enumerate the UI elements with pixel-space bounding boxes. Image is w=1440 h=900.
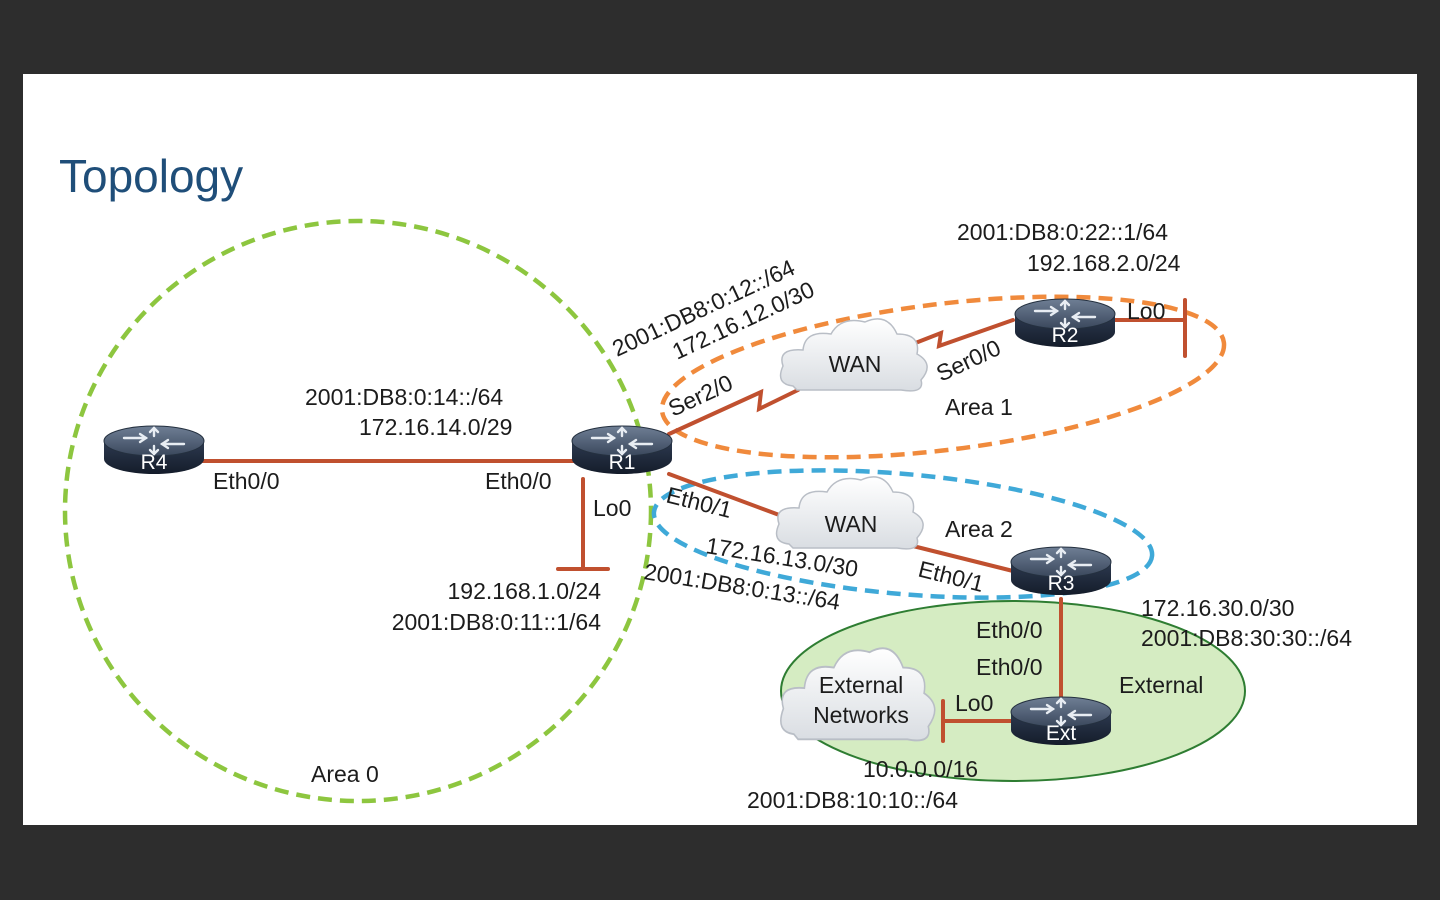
router-label: R4 <box>141 451 168 474</box>
wan-cloud-label: WAN <box>829 351 882 377</box>
interface-label: Eth0/0 <box>213 468 280 494</box>
area-1-label: Area 1 <box>945 394 1013 420</box>
router-label: Ext <box>1046 722 1077 745</box>
slide: Topology R4 R1 R2 R3 Ext <box>23 74 1417 825</box>
subnet-label: 172.16.14.0/29 <box>359 414 512 440</box>
router-ext[interactable]: Ext <box>1009 695 1113 747</box>
subnet-label: 172.16.30.0/30 <box>1141 595 1294 621</box>
link-wan2-r3 <box>911 544 1015 573</box>
area-1-boundary <box>659 294 1227 460</box>
subnet-label: 2001:DB8:30:30::/64 <box>1141 625 1352 651</box>
router-label: R1 <box>609 451 636 474</box>
link-r1-wan1 <box>667 388 800 436</box>
interface-label: Ser0/0 <box>932 334 1004 386</box>
subnet-label: 2001:DB8:10:10::/64 <box>747 787 958 813</box>
link-r1-wan2 <box>667 472 792 521</box>
topology-diagram: Topology R4 R1 R2 R3 Ext <box>59 150 1352 813</box>
external-area-label: External <box>1119 672 1203 698</box>
router-r3[interactable]: R3 <box>1009 545 1113 597</box>
page-title: Topology <box>59 150 243 202</box>
link-wan1-r2 <box>898 318 1015 351</box>
subnet-label: 2001:DB8:0:11::1/64 <box>392 609 601 635</box>
router-label: R3 <box>1048 572 1075 595</box>
interface-label: Ser2/0 <box>664 369 736 421</box>
interface-label: Eth0/0 <box>976 617 1043 643</box>
external-networks-label: External <box>819 672 903 698</box>
wan-cloud-label: WAN <box>825 511 878 537</box>
area-0-boundary <box>62 218 654 804</box>
router-label: R2 <box>1052 324 1079 347</box>
interface-label: Lo0 <box>955 690 993 716</box>
subnet-label: 192.168.2.0/24 <box>1027 250 1181 276</box>
router-r1[interactable]: R1 <box>570 424 674 476</box>
router-r2[interactable]: R2 <box>1013 297 1117 349</box>
subnet-label: 2001:DB8:0:14::/64 <box>305 384 503 410</box>
interface-label: Lo0 <box>593 495 631 521</box>
subnet-label: 2001:DB8:0:22::1/64 <box>957 219 1168 245</box>
interface-label: Eth0/0 <box>976 654 1043 680</box>
external-networks-label: Networks <box>813 702 909 728</box>
area-2-label: Area 2 <box>945 516 1013 542</box>
router-r4[interactable]: R4 <box>102 424 206 476</box>
interface-label: Eth0/0 <box>485 468 552 494</box>
subnet-label: 192.168.1.0/24 <box>448 578 602 604</box>
area-0-label: Area 0 <box>311 761 379 787</box>
subnet-label: 10.0.0.0/16 <box>863 756 978 782</box>
interface-label: Lo0 <box>1127 298 1165 324</box>
interface-label: Eth0/1 <box>664 482 735 523</box>
area-2-boundary <box>651 468 1155 600</box>
